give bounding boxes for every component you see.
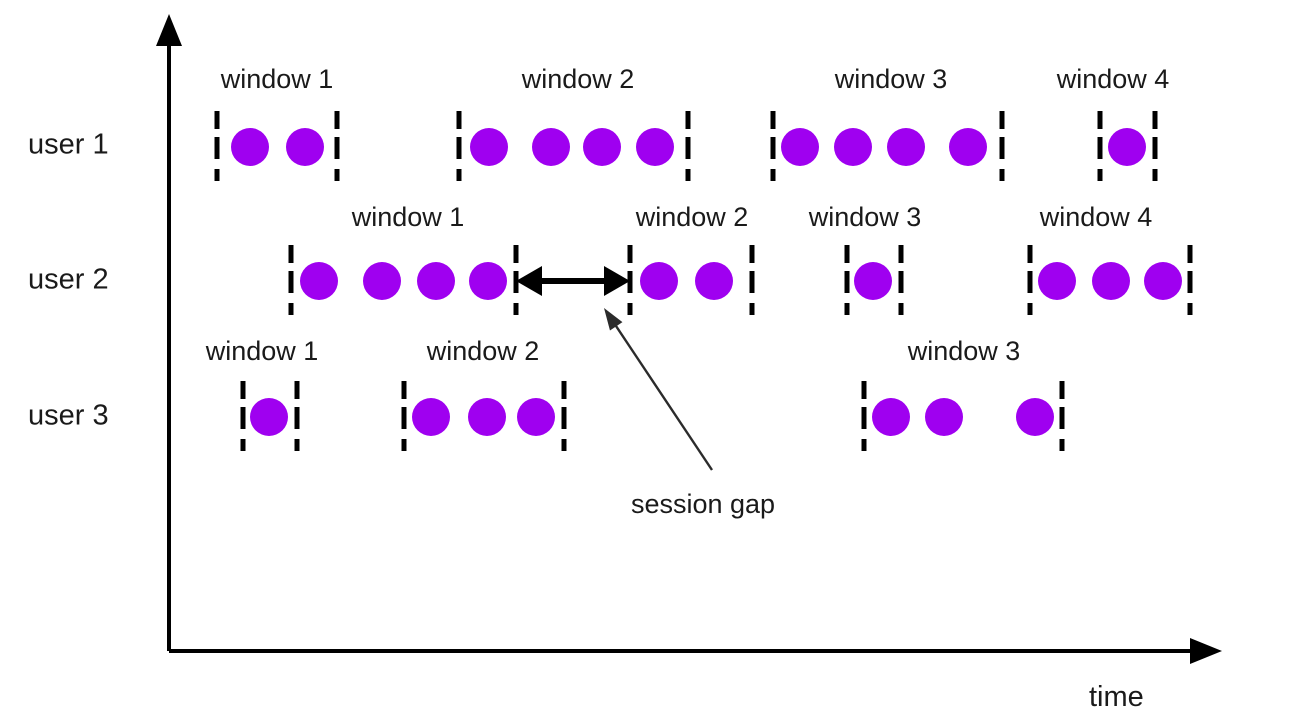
user-row-2: user 2 window 1 window 2 window 3 window 4 [28,202,1193,315]
event-dot-3-2-2 [468,398,506,436]
window-label-2-3: window 3 [808,202,922,232]
user-row-label-2: user 2 [28,264,109,296]
session-gap-label: session gap [631,489,775,519]
event-dot-1-2-1 [470,128,508,166]
event-dot-2-3-1 [854,262,892,300]
event-dot-1-2-2 [532,128,570,166]
window-label-2-1: window 1 [351,202,465,232]
window-label-1-4: window 4 [1056,64,1170,94]
x-axis-caption: time [1089,681,1144,713]
window-group-3-1: window 1 [205,336,319,451]
event-dot-1-1-1 [231,128,269,166]
event-dot-1-3-4 [949,128,987,166]
window-group-2-2: window 2 [627,202,755,315]
event-dot-2-1-1 [300,262,338,300]
user-row-label-1: user 1 [28,129,109,161]
x-axis-arrowhead [1190,638,1222,664]
event-dot-2-4-2 [1092,262,1130,300]
event-dot-3-3-1 [872,398,910,436]
window-group-2-4: window 4 [1027,202,1193,315]
y-axis-arrowhead [156,14,182,46]
window-group-3-3: window 3 [861,336,1065,451]
window-label-1-1: window 1 [220,64,334,94]
window-label-2-2: window 2 [635,202,749,232]
event-dot-3-1-1 [250,398,288,436]
window-group-3-2: window 2 [401,336,567,451]
event-dot-1-2-3 [583,128,621,166]
event-dot-1-3-1 [781,128,819,166]
event-dot-3-2-3 [517,398,555,436]
event-dot-2-1-4 [469,262,507,300]
session-gap-callout-line [608,315,713,471]
window-label-1-2: window 2 [521,64,635,94]
window-group-1-3: window 3 [770,64,1005,181]
event-dot-1-3-2 [834,128,872,166]
event-dot-2-4-3 [1144,262,1182,300]
event-dot-2-4-1 [1038,262,1076,300]
window-group-2-3: window 3 [808,202,922,315]
event-dot-1-4-1 [1108,128,1146,166]
window-group-2-1: window 1 [288,202,519,315]
session-gap-arrowhead-right [604,266,630,296]
window-label-3-3: window 3 [907,336,1021,366]
window-label-1-3: window 3 [834,64,948,94]
user-row-label-3: user 3 [28,400,109,432]
event-dot-2-2-2 [695,262,733,300]
session-gap-arrowhead-left [516,266,542,296]
user-row-3: user 3 window 1 window 2 window 3 [28,336,1065,451]
event-dot-1-1-2 [286,128,324,166]
window-group-1-4: window 4 [1056,64,1170,181]
event-dot-1-3-3 [887,128,925,166]
user-row-1: user 1 window 1 window 2 window 3 window 4 [28,64,1169,181]
event-dot-2-2-1 [640,262,678,300]
captions-group: time [1089,681,1144,713]
window-group-1-1: window 1 [214,64,340,181]
event-dot-2-1-3 [417,262,455,300]
session-gap-callout-arrowhead [604,308,623,331]
window-label-2-4: window 4 [1039,202,1153,232]
window-label-3-2: window 2 [426,336,540,366]
event-dot-1-2-4 [636,128,674,166]
event-dot-2-1-2 [363,262,401,300]
window-label-3-1: window 1 [205,336,319,366]
window-group-1-2: window 2 [456,64,691,181]
event-dot-3-3-3 [1016,398,1054,436]
event-dot-3-2-1 [412,398,450,436]
event-dot-3-3-2 [925,398,963,436]
annotation-group: session gap [516,266,775,519]
axes-group [156,14,1222,664]
